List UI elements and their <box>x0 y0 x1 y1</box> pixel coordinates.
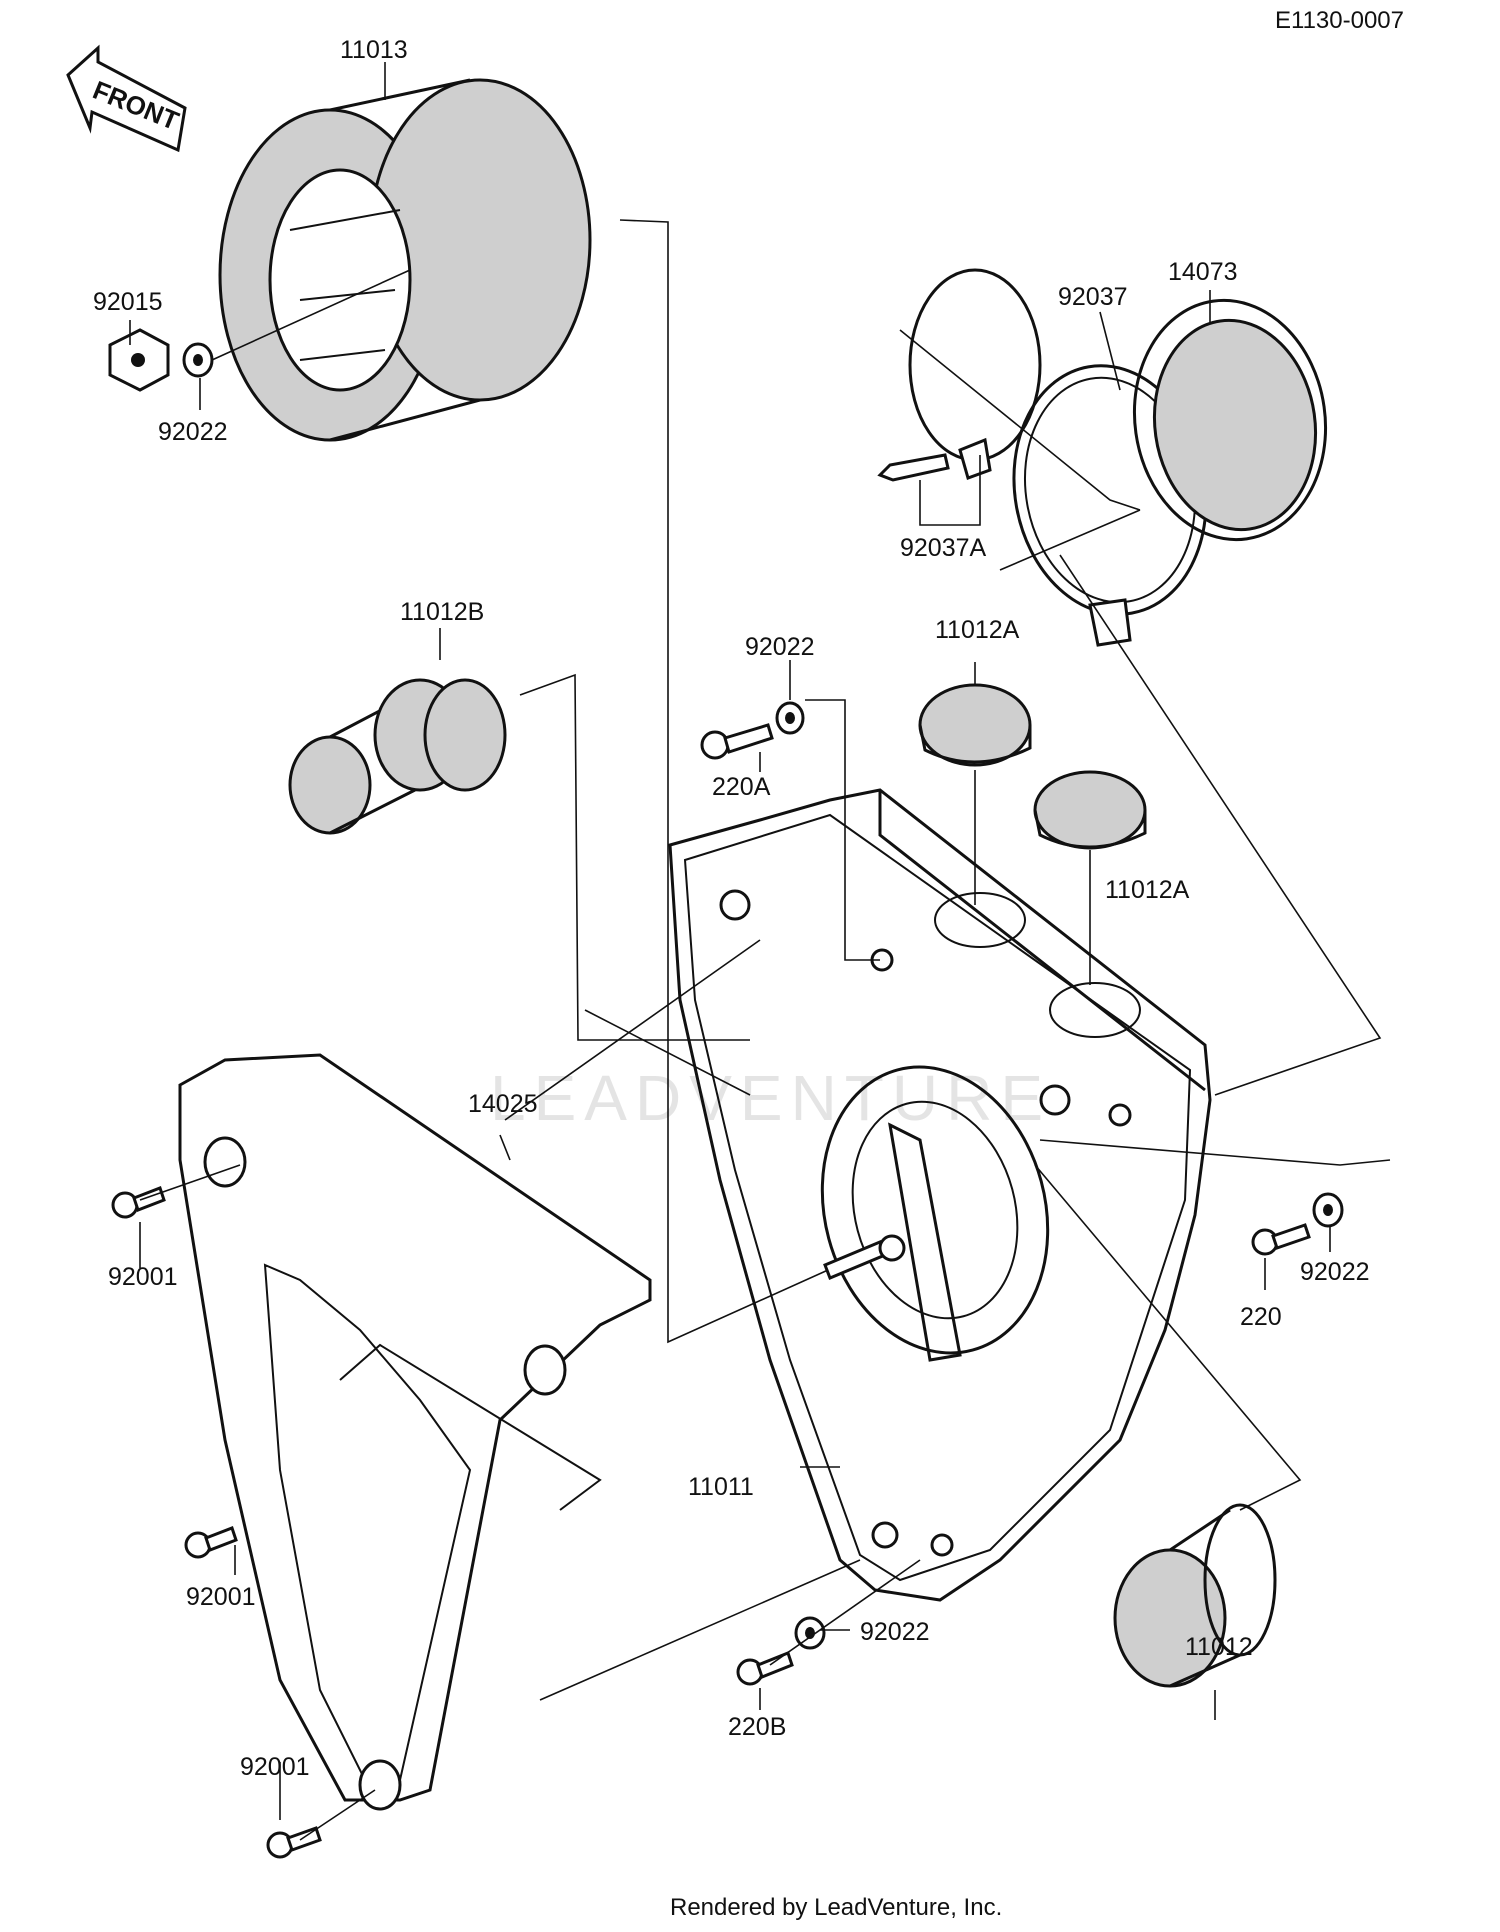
side-cover-14025 <box>178 1053 652 1811</box>
screw-92001-lower <box>266 1826 322 1859</box>
label-92022-bottom: 92022 <box>860 1618 930 1646</box>
label-92037: 92037 <box>1058 283 1128 311</box>
label-14025: 14025 <box>468 1090 538 1118</box>
rubber-plug-upper <box>918 683 1032 767</box>
label-92001-lower: 92001 <box>240 1753 310 1781</box>
intake-elbow-11012B <box>288 678 507 835</box>
label-11012A-upper: 11012A <box>935 616 1020 644</box>
wing-nut <box>108 328 170 392</box>
air-box-housing <box>668 788 1212 1602</box>
watermark: LEADVENTURE <box>490 1062 1051 1134</box>
label-14073: 14073 <box>1168 258 1238 286</box>
clamp-screw <box>877 453 950 482</box>
label-92022-right: 92022 <box>1300 1258 1370 1286</box>
screw-220A <box>700 723 774 760</box>
screw-220B <box>736 1651 794 1686</box>
leader-lines <box>129 62 1391 1841</box>
screw-220 <box>1251 1223 1311 1256</box>
label-92001-middle: 92001 <box>186 1583 256 1611</box>
intake-duct-11012 <box>1113 1503 1277 1688</box>
label-92022-upper-mid: 92022 <box>745 633 815 661</box>
front-arrow-icon: FRONT <box>66 44 187 153</box>
label-92037A: 92037A <box>900 534 987 562</box>
washer-upper-mid <box>775 701 805 735</box>
hose-clamp-ring <box>908 268 1042 480</box>
label-11012B: 11012B <box>400 598 484 626</box>
label-220: 220 <box>1240 1303 1282 1331</box>
label-11011: 11011 <box>688 1473 754 1501</box>
washer-top-left <box>182 342 214 378</box>
label-92001-upper: 92001 <box>108 1263 178 1291</box>
label-11013: 11013 <box>340 36 408 64</box>
label-92015: 92015 <box>93 288 163 316</box>
cap-14073 <box>1132 298 1328 542</box>
label-92022-top-left: 92022 <box>158 418 228 446</box>
screw-92001-middle <box>184 1526 238 1559</box>
washer-right <box>1312 1192 1344 1228</box>
footer-credit: Rendered by LeadVenture, Inc. <box>670 1894 1002 1921</box>
rubber-plug-lower <box>1033 770 1147 850</box>
diagram-code: E1130-0007 <box>1275 7 1404 34</box>
label-220A: 220A <box>712 773 771 801</box>
screw-92001-upper <box>111 1186 166 1219</box>
label-11012: 11012 <box>1185 1633 1253 1661</box>
label-11012A-lower: 11012A <box>1105 876 1190 904</box>
label-220B: 220B <box>728 1713 786 1741</box>
air-filter-element <box>218 78 592 442</box>
